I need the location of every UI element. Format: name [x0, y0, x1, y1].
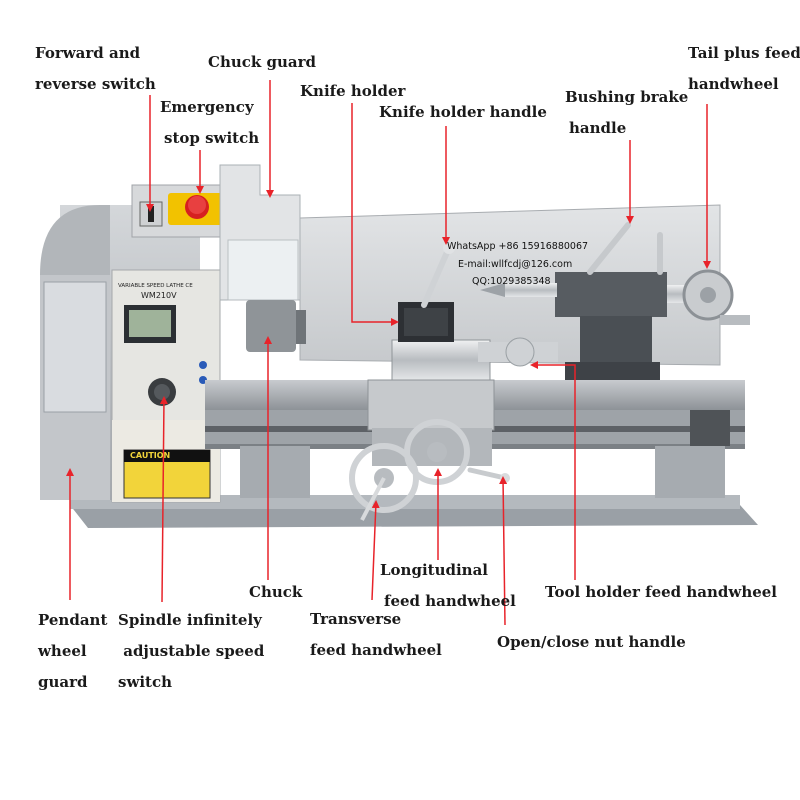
label-knife-holder-handle: Knife holder handle	[379, 103, 547, 121]
switch-housing	[131, 184, 233, 238]
label-pendant-wheel-guard: Pendant wheel guard	[38, 611, 108, 691]
leader-open-close-nut	[499, 476, 508, 626]
label-chuck-guard: Chuck guard	[208, 53, 317, 71]
label-knife-holder: Knife holder	[300, 82, 406, 100]
label-open-close-nut-handle: Open/close nut handle	[497, 633, 686, 651]
leader-spindle-switch	[159, 396, 168, 603]
caution-label: CAUTION	[130, 451, 171, 460]
label-longitudinal-feed-handwheel: Longitudinal feed handwheel	[380, 561, 516, 610]
chuck-shape	[246, 300, 306, 352]
label-forward-reverse-switch: Forward and reverse switch	[35, 44, 156, 93]
label-chuck: Chuck	[249, 583, 303, 601]
leader-tool-holder	[530, 361, 576, 580]
leader-lines	[66, 80, 711, 626]
watermark-whatsapp: WhatsApp +86 15916880067	[447, 241, 589, 252]
watermark-email: E-mail:wllfcdj@126.com	[458, 259, 573, 270]
label-emergency-stop-switch: Emergency stop switch	[160, 98, 260, 147]
control-box	[111, 269, 221, 503]
label-spindle-speed-switch: Spindle infinitely adjustable speed swit…	[118, 611, 265, 691]
panel-title: VARIABLE SPEED LATHE CE	[118, 283, 193, 289]
leader-transverse	[371, 500, 380, 601]
label-bushing-brake-handle: Bushing brake handle	[565, 88, 689, 137]
chuck-guard-shape	[219, 164, 301, 301]
label-transverse-feed-handwheel: Transverse feed handwheel	[310, 610, 442, 659]
tailstock	[480, 222, 750, 380]
label-tool-holder-feed-handwheel: Tool holder feed handwheel	[545, 583, 778, 601]
label-tail-plus-feed-handwheel: Tail plus feed handwheel	[688, 44, 800, 93]
watermark-qq: QQ:1029385348	[472, 276, 551, 287]
leader-knife-holder	[351, 103, 399, 326]
model-label: WM210V	[141, 291, 177, 300]
